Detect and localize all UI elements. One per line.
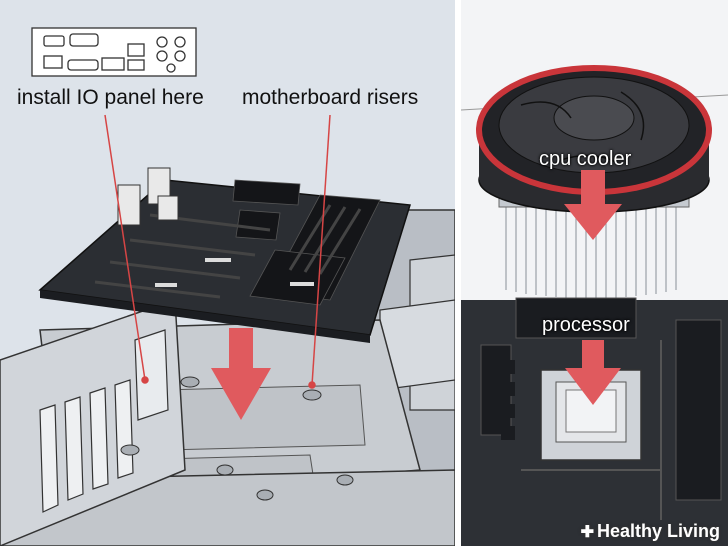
leaf-icon: ✚ xyxy=(580,523,594,541)
watermark: ✚ Healthy Living xyxy=(581,521,720,542)
down-arrow xyxy=(211,328,271,420)
cooler-illustration xyxy=(461,0,728,546)
processor-label: processor xyxy=(542,314,630,336)
io-panel-label: install IO panel here xyxy=(17,86,204,109)
case-illustration xyxy=(0,0,455,546)
processor-arrow xyxy=(565,340,621,405)
cpu-cooler-panel: cpu cooler processor xyxy=(461,0,728,546)
risers-label: motherboard risers xyxy=(242,86,419,109)
io-shield xyxy=(31,27,197,77)
motherboard-install-panel: install IO panel here motherboard risers xyxy=(0,0,455,546)
cooler-arrow xyxy=(564,170,622,240)
cpu-cooler-label: cpu cooler xyxy=(539,148,632,170)
watermark-text: Healthy Living xyxy=(596,521,720,541)
